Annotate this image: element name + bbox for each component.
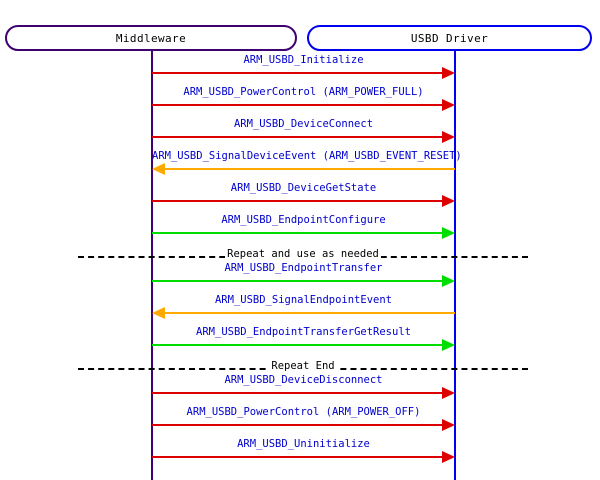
lifeline-middleware	[151, 51, 153, 480]
arrow-head-icon	[442, 67, 455, 79]
arrow-head-icon	[442, 131, 455, 143]
message-label: ARM_USBD_EndpointConfigure	[221, 214, 386, 226]
arrow-head-icon	[442, 451, 455, 463]
arrow-line	[159, 168, 455, 170]
actor-label: USBD Driver	[410, 31, 489, 45]
message-label: ARM_USBD_DeviceConnect	[233, 118, 374, 130]
arrow-line	[152, 392, 448, 394]
arrow-head-icon	[442, 195, 455, 207]
arrow-line	[152, 200, 448, 202]
arrow-head-icon	[442, 387, 455, 399]
message-label: ARM_USBD_SignalEndpointEvent	[214, 294, 392, 306]
arrow-line	[152, 280, 448, 282]
arrow-line	[152, 72, 448, 74]
message-label: ARM_USBD_DeviceGetState	[230, 182, 377, 194]
message-label: ARM_USBD_DeviceDisconnect	[224, 374, 383, 386]
arrow-line	[152, 136, 448, 138]
lifeline-usbd-driver	[454, 51, 456, 480]
arrow-head-icon	[442, 419, 455, 431]
divider-label: Repeat and use as needed	[225, 248, 381, 260]
message-label: ARM_USBD_EndpointTransfer	[224, 262, 383, 274]
message-label: ARM_USBD_Uninitialize	[237, 438, 370, 450]
divider-label-wrap: Repeat End	[78, 360, 528, 372]
arrow-line	[152, 344, 448, 346]
message-label: ARM_USBD_EndpointTransferGetResult	[196, 326, 411, 338]
arrow-head-icon	[442, 339, 455, 351]
arrow-line	[159, 312, 455, 314]
divider-label: Repeat End	[269, 360, 337, 372]
arrow-head-icon	[442, 275, 455, 287]
message-label: ARM_USBD_PowerControl (ARM_POWER_FULL)	[183, 86, 424, 98]
arrow-line	[152, 424, 448, 426]
message-label: ARM_USBD_SignalDeviceEvent (ARM_USBD_EVE…	[152, 150, 462, 162]
section-divider: Repeat and use as needed	[78, 248, 528, 264]
arrow-head-icon	[442, 99, 455, 111]
actor-label: Middleware	[115, 31, 187, 45]
arrow-head-icon	[442, 227, 455, 239]
arrow-line	[152, 456, 448, 458]
arrow-line	[152, 104, 448, 106]
message-label: ARM_USBD_Initialize	[243, 54, 364, 66]
actor-box-usbd-driver[interactable]: USBD Driver	[307, 25, 592, 51]
arrow-head-icon	[152, 307, 165, 319]
section-divider: Repeat End	[78, 360, 528, 376]
message-label: ARM_USBD_PowerControl (ARM_POWER_OFF)	[186, 406, 421, 418]
arrow-head-icon	[152, 163, 165, 175]
actor-box-middleware[interactable]: Middleware	[5, 25, 297, 51]
divider-label-wrap: Repeat and use as needed	[78, 248, 528, 260]
arrow-line	[152, 232, 448, 234]
